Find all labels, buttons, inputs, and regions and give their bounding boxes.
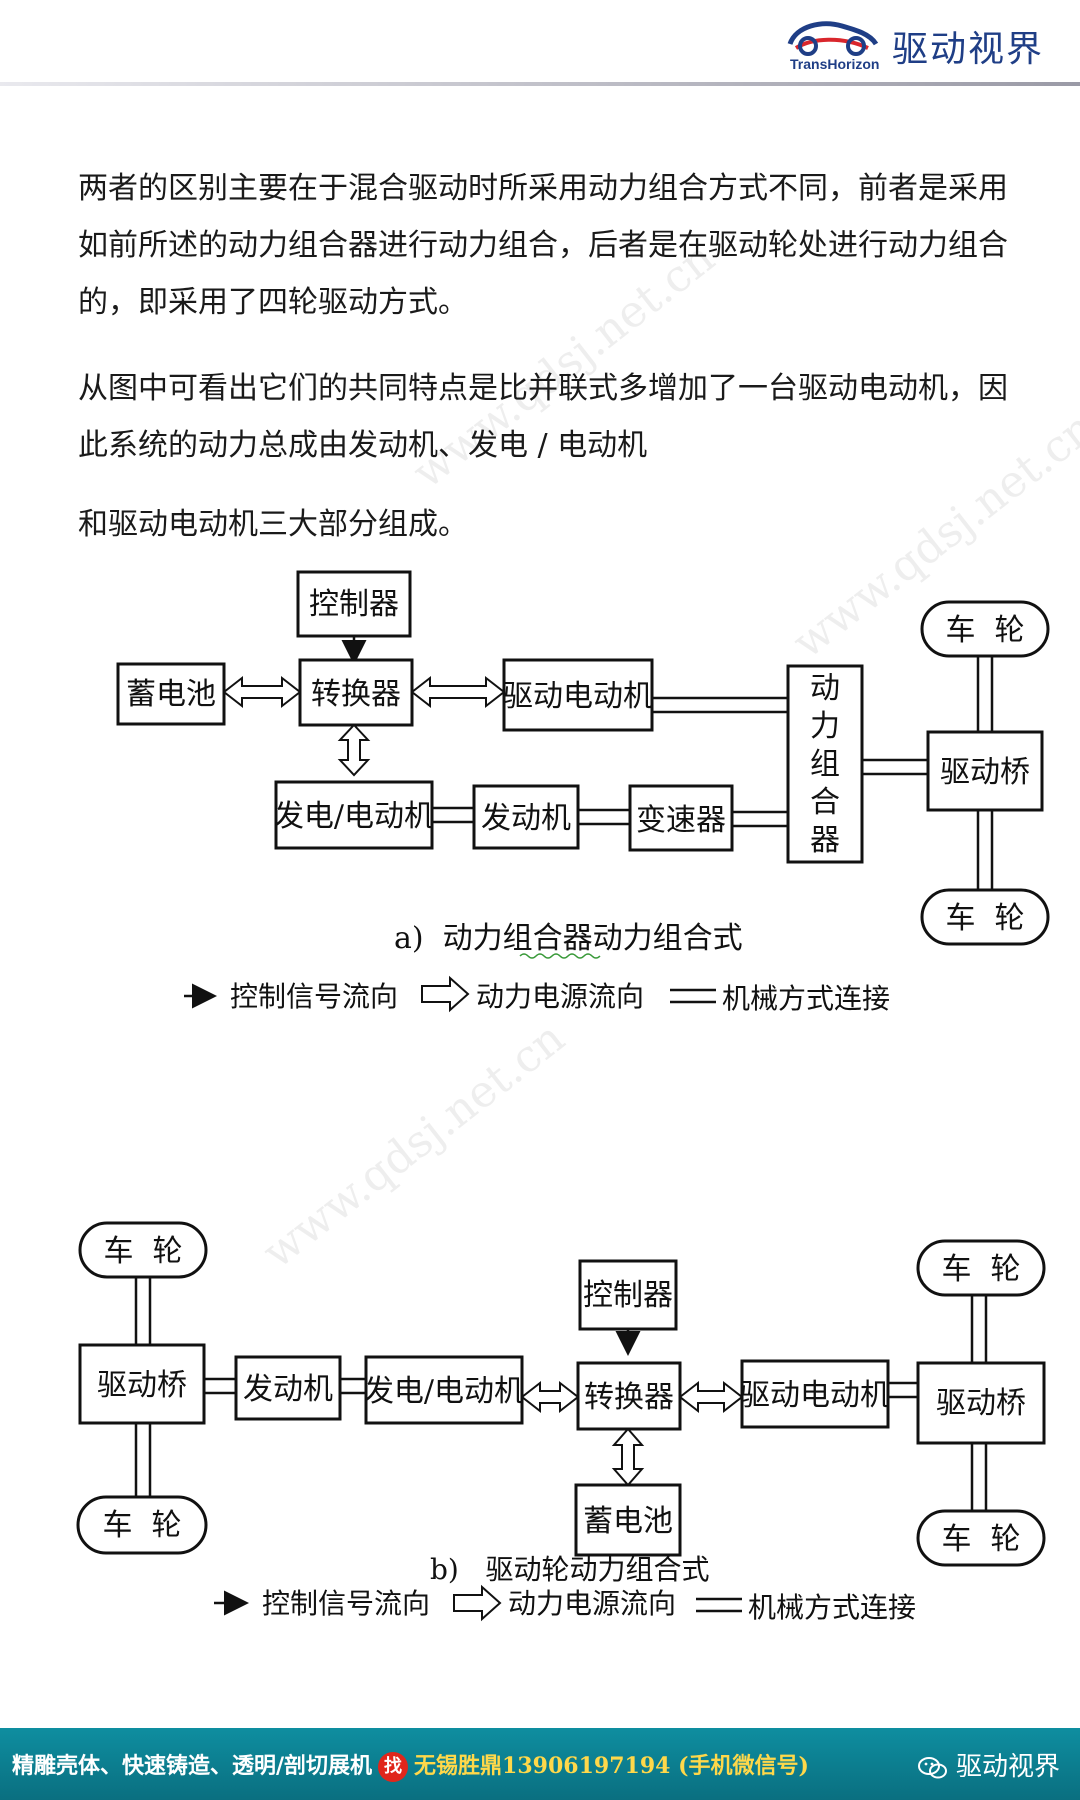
- axle-right-label: 驱动桥: [936, 1386, 1026, 1421]
- axle-left-label: 驱动桥: [97, 1368, 187, 1403]
- battery-box: [116, 662, 226, 726]
- transmission-box: [628, 784, 734, 852]
- power-arrow: [337, 723, 371, 777]
- brand-name-cn: 驱动视界: [892, 29, 1045, 70]
- car-logo-icon: [787, 21, 879, 56]
- power-arrow: [410, 675, 506, 709]
- power-arrow: [222, 675, 302, 709]
- power-arrow: [678, 1380, 744, 1414]
- combiner-label: 器: [810, 823, 840, 858]
- combiner-label: 动: [810, 671, 840, 706]
- diagram-wheel-type: 车 轮 驱动桥 车 轮 发动机 发电/电动机 控制器 转换器 蓄电池 驱动电动机…: [0, 1215, 1080, 1645]
- legend-control-label: 控制信号流向: [262, 1587, 430, 1620]
- drive-motor-label: 驱动电动机: [503, 679, 653, 714]
- controller-box: [578, 1259, 678, 1331]
- wheel-left-top-box: [78, 1221, 208, 1279]
- combiner-box: [786, 664, 864, 864]
- axle-box: [926, 730, 1044, 812]
- axle-left-box: [78, 1343, 206, 1425]
- footer-brand-name: 驱动视界: [955, 1752, 1060, 1782]
- converter-label: 转换器: [584, 1380, 674, 1415]
- diagram-a-caption: a) 动力组合器动力组合式: [394, 921, 743, 956]
- brand-name-en: TransHorizon: [790, 56, 880, 72]
- controller-label: 控制器: [583, 1278, 673, 1313]
- combiner-label: 组: [810, 747, 840, 782]
- controller-label: 控制器: [309, 587, 399, 622]
- generator-box: [364, 1355, 524, 1425]
- find-badge: 找: [378, 1752, 409, 1782]
- wheel-right-top-box: [916, 1239, 1046, 1297]
- legend-power-arrow-icon: [453, 1584, 502, 1622]
- footer-contact: 无锡胜鼎13906197194 (手机微信号): [414, 1753, 809, 1779]
- diagram-b-caption: b) 驱动轮动力组合式: [430, 1553, 710, 1586]
- wheel-left-bottom-box: [76, 1495, 208, 1555]
- converter-label: 转换器: [311, 677, 401, 712]
- wechat-icon: [917, 1756, 947, 1778]
- wheel-bottom-label: 车 轮: [945, 901, 1024, 936]
- drive-motor-label: 驱动电动机: [740, 1378, 890, 1413]
- controller-box: [296, 570, 412, 638]
- paragraph-difference: 两者的区别主要在于混合驱动时所采用动力组合方式不同，前者是采用如前所述的动力组合…: [78, 171, 1008, 320]
- engine-box: [472, 784, 580, 850]
- generator-label: 发电/电动机: [364, 1374, 524, 1409]
- wheel-right-bottom-box: [916, 1509, 1046, 1567]
- axle-label: 驱动桥: [940, 755, 1030, 790]
- wheel-right-top-label: 车 轮: [941, 1252, 1020, 1287]
- power-arrow: [520, 1380, 580, 1414]
- footer-brand[interactable]: 驱动视界: [917, 1746, 1060, 1783]
- wheel-right-bottom-label: 车 轮: [941, 1522, 1020, 1557]
- paragraph-components: 和驱动电动机三大部分组成。: [78, 507, 468, 542]
- squiggle-underline: [519, 953, 601, 959]
- legend-power-label: 动力电源流向: [508, 1587, 676, 1620]
- wheel-left-bottom-label: 车 轮: [102, 1508, 181, 1543]
- legend-power-arrow-icon: [421, 975, 470, 1013]
- footer-ad: 精雕壳体、快速铸造、透明/剖切展机找无锡胜鼎13906197194 (手机微信号…: [12, 1748, 809, 1782]
- engine-label: 发动机: [481, 801, 571, 836]
- drive-motor-box: [502, 658, 654, 732]
- footer-ad-text: 精雕壳体、快速铸造、透明/剖切展机: [12, 1753, 373, 1779]
- generator-box: [274, 780, 434, 850]
- wheel-left-top-label: 车 轮: [103, 1234, 182, 1269]
- footer-banner: 精雕壳体、快速铸造、透明/剖切展机找无锡胜鼎13906197194 (手机微信号…: [0, 1728, 1080, 1800]
- battery-label: 蓄电池: [583, 1504, 673, 1539]
- transmission-label: 变速器: [636, 803, 726, 838]
- legend-mech-label: 机械方式连接: [722, 982, 890, 1015]
- battery-box: [574, 1483, 682, 1557]
- axle-right-box: [916, 1361, 1046, 1445]
- header: 驱动视界 TransHorizon: [0, 0, 1080, 86]
- combiner-label: 合: [810, 785, 840, 820]
- wheel-top-box: [920, 600, 1050, 658]
- diagram-combiner-type: 控制器 蓄电池 转换器 驱动电动机 发电/电动机 发动机 变速器 驱动桥 车 轮…: [0, 560, 1080, 1040]
- wheel-bottom-box: [920, 888, 1050, 946]
- combiner-label: 力: [810, 709, 840, 744]
- power-arrow: [611, 1427, 645, 1487]
- engine-box: [234, 1355, 342, 1421]
- legend-mech-label: 机械方式连接: [748, 1591, 916, 1624]
- converter-box: [576, 1361, 682, 1431]
- legend-control-label: 控制信号流向: [230, 980, 398, 1013]
- generator-label: 发电/电动机: [274, 799, 434, 834]
- legend-power-label: 动力电源流向: [476, 980, 644, 1013]
- wheel-top-label: 车 轮: [945, 613, 1024, 648]
- battery-label: 蓄电池: [126, 677, 216, 712]
- brand-logo: 驱动视界 TransHorizon: [782, 14, 1052, 74]
- engine-label: 发动机: [243, 1372, 333, 1407]
- drive-motor-box: [740, 1359, 890, 1429]
- header-divider: [0, 82, 1080, 86]
- converter-box: [298, 658, 414, 727]
- paragraph-common: 从图中可看出它们的共同特点是比并联式多增加了一台驱动电动机，因此系统的动力总成由…: [78, 371, 1008, 463]
